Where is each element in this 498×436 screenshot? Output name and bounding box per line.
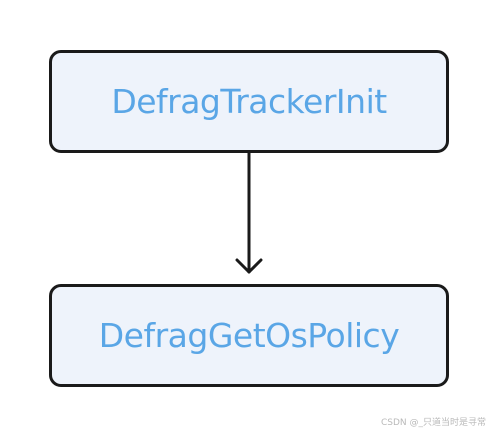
arrowhead-icon <box>235 258 263 274</box>
node-defrag-tracker-init: DefragTrackerInit <box>49 50 449 153</box>
node-label: DefragTrackerInit <box>111 82 387 121</box>
watermark: CSDN @_只道当时是寻常 <box>380 418 486 428</box>
node-defrag-get-os-policy: DefragGetOsPolicy <box>49 284 449 387</box>
node-label: DefragGetOsPolicy <box>98 316 400 355</box>
